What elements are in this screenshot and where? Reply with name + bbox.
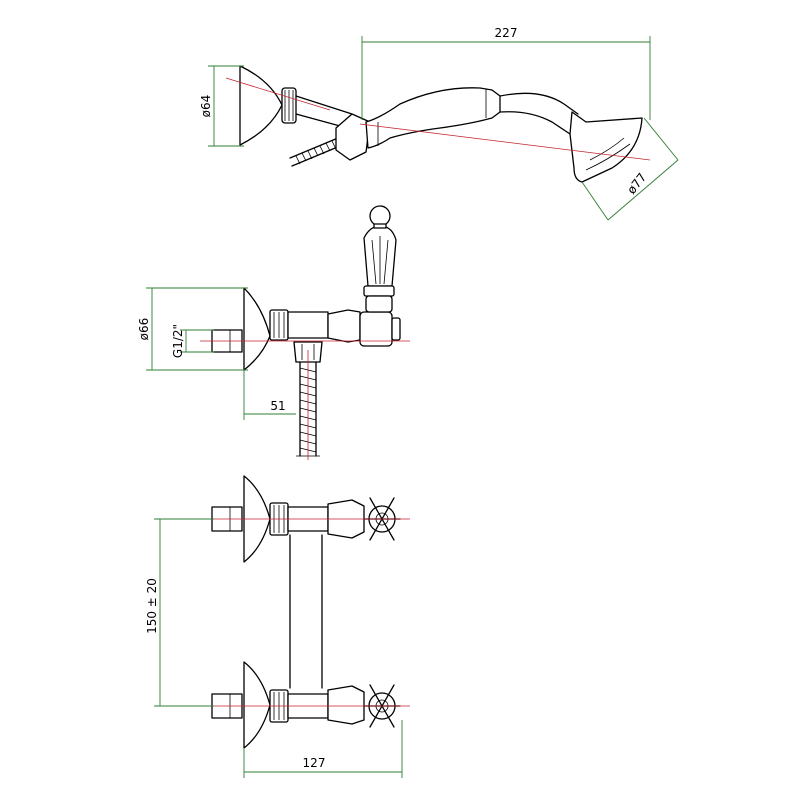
dim-inlet-thread: G1/2" bbox=[171, 324, 214, 358]
lever-knob bbox=[369, 205, 391, 227]
hand-shower-view: 227 ø64 ø77 bbox=[199, 26, 679, 221]
hand-shower-length-label: 227 bbox=[495, 26, 518, 40]
shower-holder bbox=[335, 113, 371, 161]
side-elevation-view: ø66 G1/2" 51 bbox=[137, 205, 410, 460]
dim-wall-depth: 51 bbox=[243, 370, 296, 420]
inlet-thread-label: G1/2" bbox=[171, 324, 185, 358]
inlet-centres-label: 150 ± 20 bbox=[145, 578, 159, 634]
spray-head bbox=[569, 111, 643, 183]
dim-hand-shower-length: 227 bbox=[361, 26, 651, 120]
spray-head-diameter-label: ø77 bbox=[624, 170, 649, 196]
bracket-diameter-label: ø64 bbox=[199, 95, 213, 118]
dim-overall-width: 127 bbox=[243, 720, 403, 778]
body-pipe bbox=[287, 311, 329, 339]
dim-inlet-centres: 150 ± 20 bbox=[145, 518, 214, 707]
shower-neck bbox=[499, 92, 579, 135]
wall-depth-label: 51 bbox=[270, 399, 285, 413]
bracket-arm bbox=[295, 95, 353, 127]
dim-flange-diameter: ø66 bbox=[137, 287, 248, 371]
lever-collar bbox=[363, 285, 395, 297]
flange-diameter-label: ø66 bbox=[137, 318, 151, 341]
shower-handle bbox=[365, 87, 501, 149]
dim-bracket-diameter: ø64 bbox=[199, 65, 244, 147]
front-elevation-view: 150 ± 20 127 bbox=[145, 475, 410, 778]
riser-pipe bbox=[289, 534, 323, 689]
lower-inlet-assembly bbox=[211, 661, 401, 749]
lower-wall-flange bbox=[243, 661, 271, 749]
wall-bracket-cup bbox=[239, 65, 283, 146]
body-cone bbox=[327, 309, 361, 343]
shower-centre-line bbox=[225, 77, 331, 111]
wall-flange bbox=[243, 287, 271, 371]
overall-width-label: 127 bbox=[303, 756, 326, 770]
